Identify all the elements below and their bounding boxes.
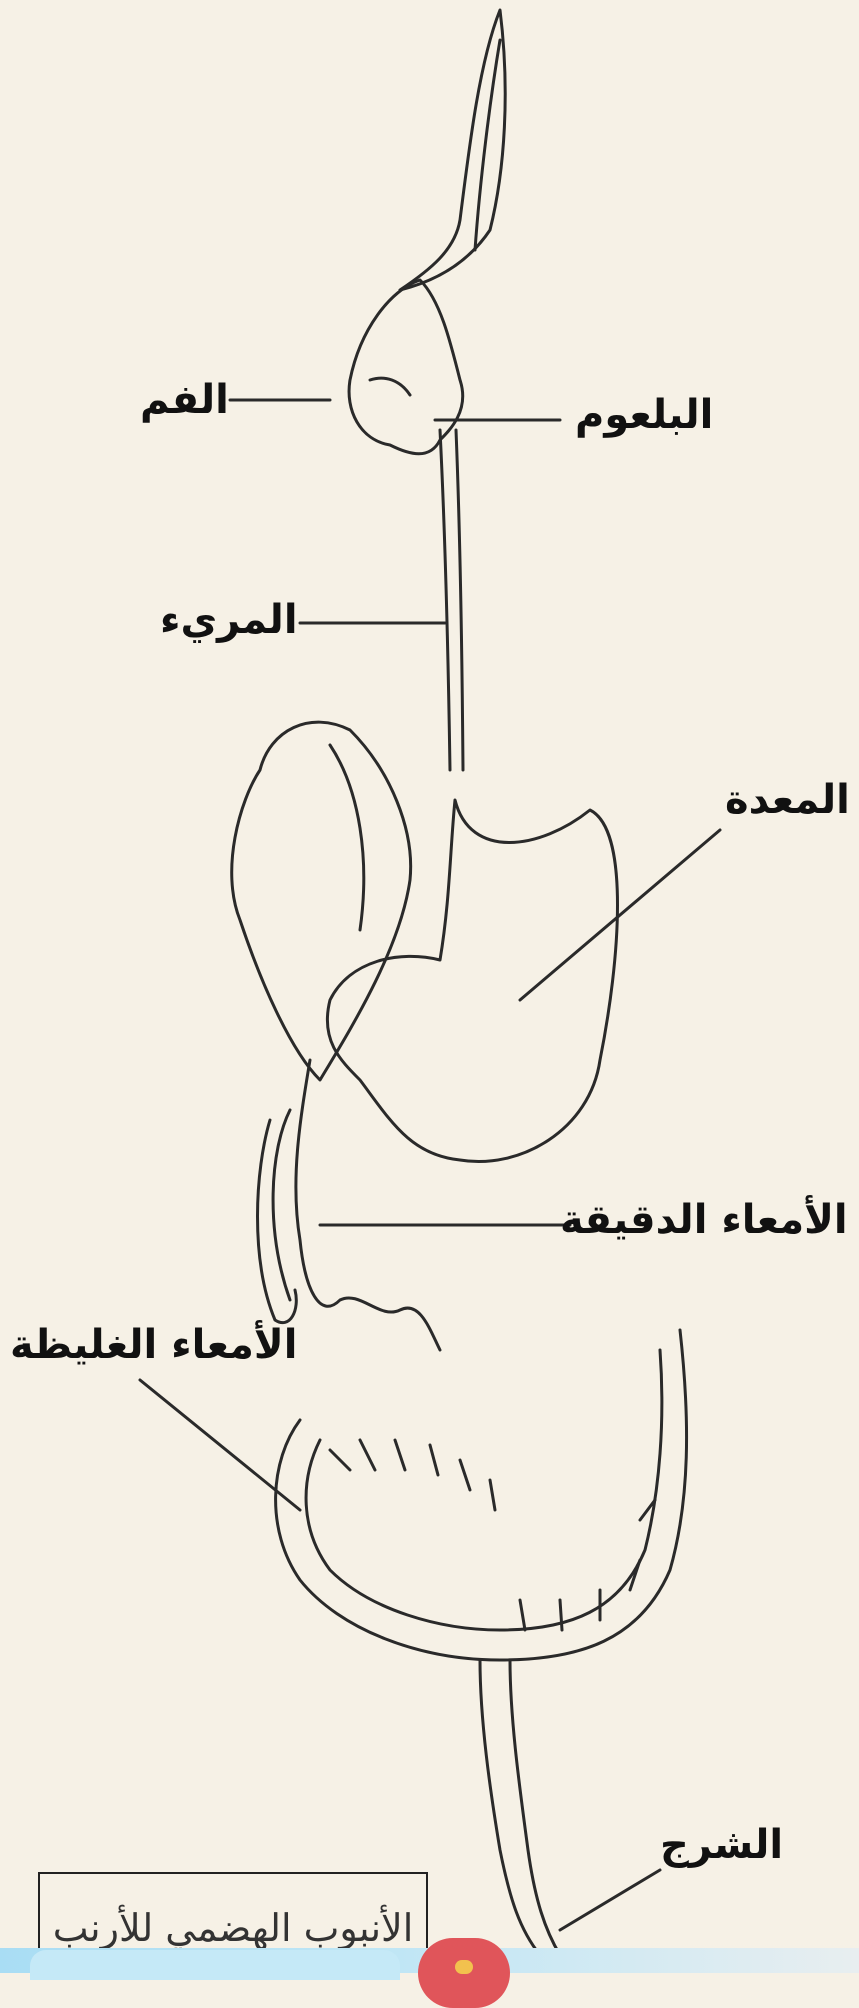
esophagus-tube (440, 430, 450, 770)
small-intestine-coil (273, 1110, 290, 1300)
label-rectum: الشرج (660, 1825, 783, 1865)
rabbit-ear-inner (475, 40, 500, 250)
rectum-right (510, 1660, 560, 1955)
fab-icon (455, 1960, 473, 1974)
caption-text: الأنبوب الهضمي للأرنب (40, 1906, 426, 1950)
label-esophagus: المريء (160, 600, 298, 640)
liver (232, 722, 411, 1080)
small-intestine (296, 1060, 440, 1350)
label-pharynx: البلعوم (575, 395, 713, 435)
rectum-leader (560, 1870, 660, 1930)
liver-lobe (330, 745, 364, 930)
rabbit-mouth (370, 378, 410, 395)
label-large-intestine: الأمعاء الغليظة (10, 1325, 297, 1365)
large-intestine-inner (306, 1350, 662, 1630)
bottom-tab-pill[interactable] (30, 1950, 400, 1980)
stomach-outline (327, 800, 617, 1162)
rectum (480, 1660, 540, 1955)
rabbit-ear (400, 10, 505, 290)
label-mouth: الفم (140, 380, 229, 420)
label-small-intestine: الأمعاء الدقيقة (560, 1200, 848, 1240)
rabbit-head (349, 280, 463, 454)
esophagus-tube-right (456, 430, 463, 770)
large-intestine (276, 1330, 687, 1660)
label-stomach: المعدة (725, 780, 850, 820)
large-intestine-leader (140, 1380, 300, 1510)
stomach-leader (520, 830, 720, 1000)
